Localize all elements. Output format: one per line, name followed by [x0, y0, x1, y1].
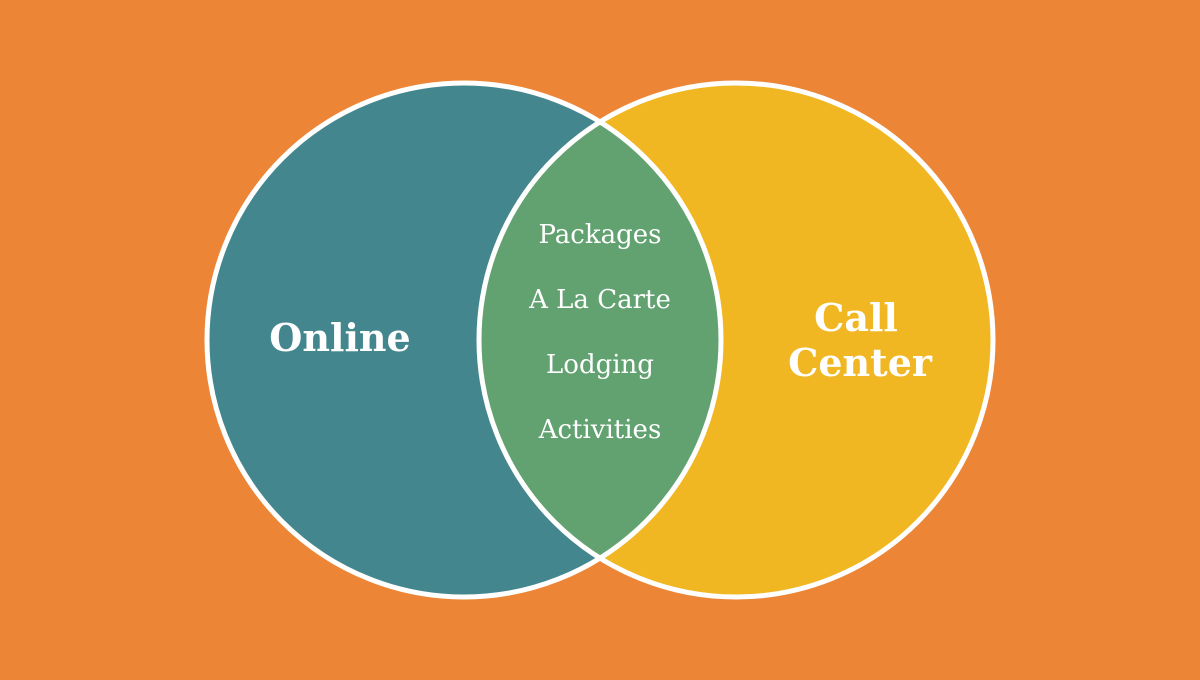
overlap-item: Lodging: [546, 350, 654, 380]
online-circle-outline: [204, 80, 724, 600]
online-label: Online: [269, 315, 410, 360]
overlap-region: [479, 83, 721, 597]
overlap-item: Activities: [538, 415, 662, 445]
center-label: Center: [788, 340, 933, 385]
overlap-item: Packages: [538, 220, 661, 250]
call-label: Call: [814, 295, 898, 340]
overlap-item: A La Carte: [528, 285, 671, 315]
call-center-circle-outline: [476, 80, 996, 600]
